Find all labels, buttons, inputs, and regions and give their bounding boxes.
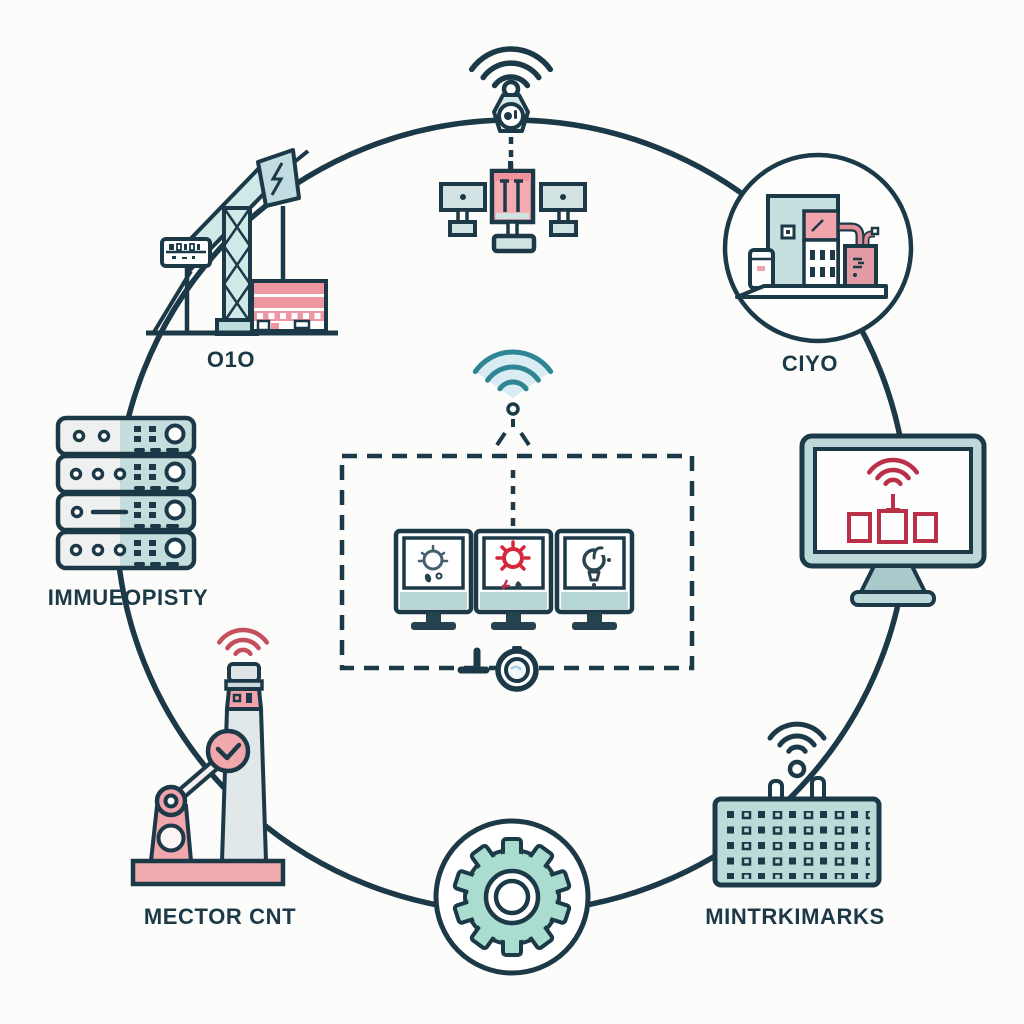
node-crane: O1O <box>146 148 338 372</box>
checkmark-badge-icon <box>205 728 251 774</box>
network-nodes-icon <box>847 509 938 544</box>
building-icon <box>250 279 328 333</box>
construction-crane-icon <box>146 148 338 336</box>
zone-monitor-3 <box>554 528 635 630</box>
robot-node-label: MECTOR CNT <box>144 904 296 929</box>
board-node-label: MINTRKIMARKS <box>705 904 885 929</box>
factory-windows <box>810 250 835 277</box>
wifi-dot <box>787 759 807 779</box>
valve-wheel-icon <box>457 646 539 692</box>
wifi-signal-icon <box>767 721 827 754</box>
counter-display-icon <box>160 237 212 268</box>
factory-icon <box>735 194 888 299</box>
monitor-stand <box>857 564 929 594</box>
node-factory: CIYO <box>722 152 914 376</box>
monitor-dashboard-icon <box>799 433 987 607</box>
node-circuit-router: MINTRKIMARKS <box>705 721 885 929</box>
sensor-node-icon <box>492 79 530 133</box>
node-robot-arm: MECTOR CNT <box>130 627 296 929</box>
platform-shelf <box>735 284 888 299</box>
solar-panel-left-icon <box>439 182 487 237</box>
wifi-signal-red-icon <box>866 457 920 487</box>
status-sun-icon <box>417 544 449 583</box>
gear-icon <box>452 837 572 957</box>
bulb-icon <box>582 546 611 587</box>
servers-node-label: IMMUEOPISTY <box>48 585 209 610</box>
wifi-signal-icon <box>468 46 554 89</box>
wifi-dot <box>506 402 520 416</box>
dashed-connector <box>495 419 531 447</box>
pipe-icon <box>838 222 880 247</box>
factory-node-label: CIYO <box>782 351 838 376</box>
circuit-board-router-icon <box>712 776 882 888</box>
node-server-rack: IMMUEOPISTY <box>48 415 209 610</box>
wifi-signal-teal-icon <box>472 349 554 398</box>
alert-sun-icon <box>495 540 531 590</box>
node-monitor <box>799 433 987 607</box>
zone-monitor-1 <box>393 528 474 630</box>
chip-grid <box>726 809 870 879</box>
control-unit-icon <box>489 161 537 254</box>
crane-node-label: O1O <box>207 347 255 372</box>
node-gear <box>433 818 591 976</box>
lightning-icon <box>270 162 284 196</box>
solar-panel-right-icon <box>539 182 587 237</box>
zone-monitor-2 <box>473 528 554 630</box>
robotic-arm-icon <box>130 662 286 887</box>
central-monitoring-zone <box>339 349 695 692</box>
wifi-signal-pink-icon <box>216 627 270 657</box>
node-sensor-gateway <box>439 46 587 254</box>
server-rack-icon <box>55 415 197 571</box>
